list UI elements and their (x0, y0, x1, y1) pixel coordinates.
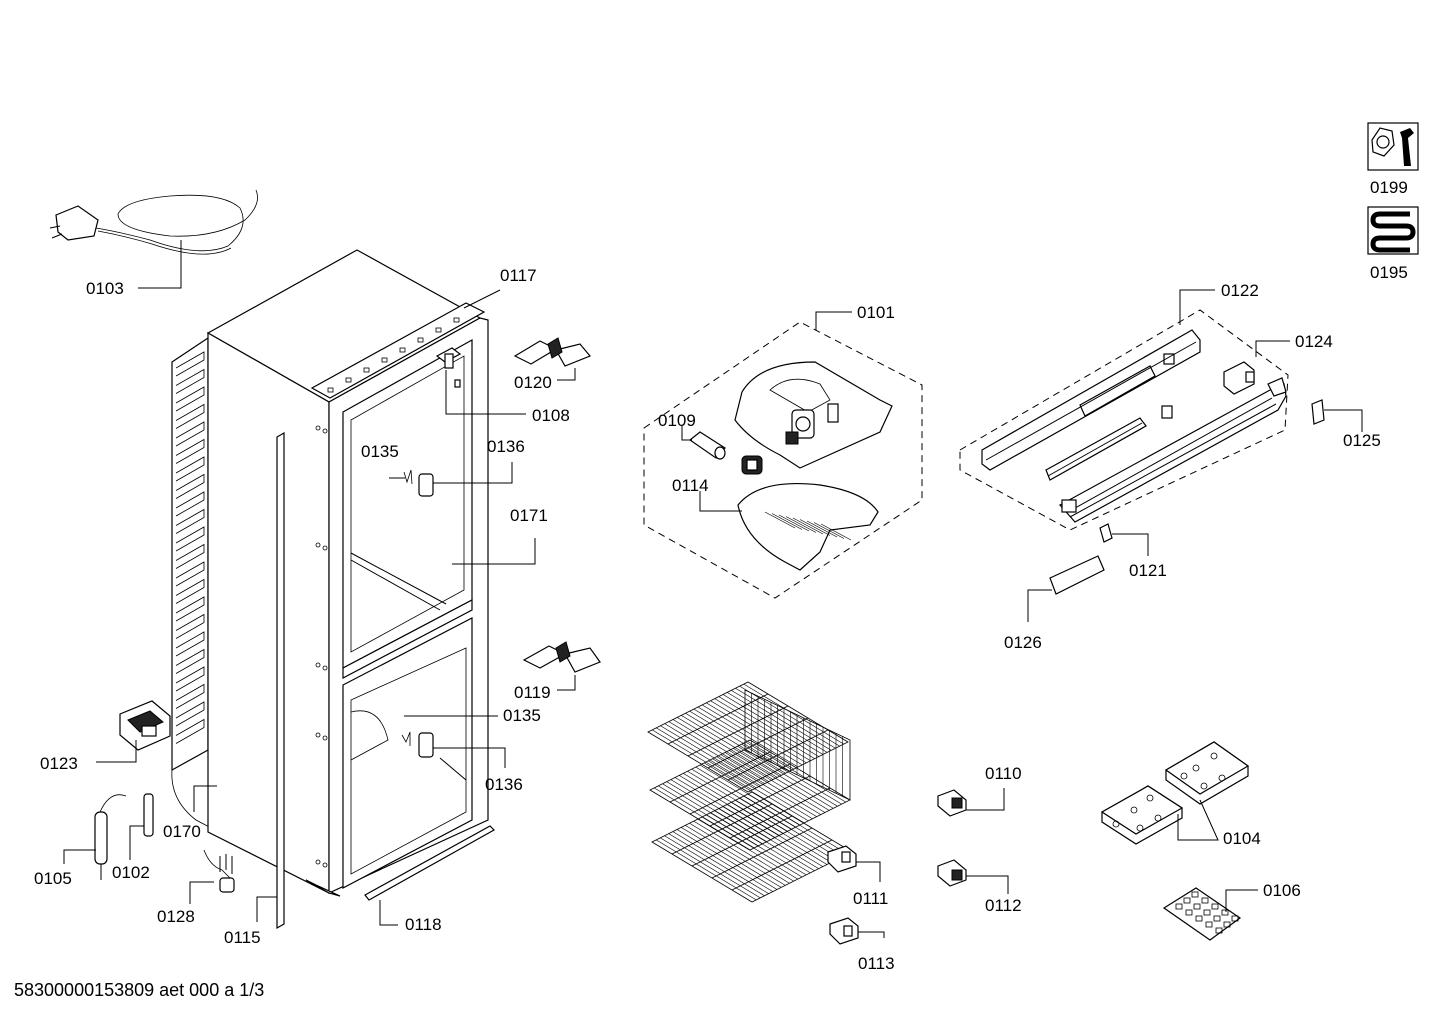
rail-middle (1045, 405, 1173, 481)
label-0135-lower: 0135 (503, 706, 541, 725)
label-0125: 0125 (1343, 431, 1381, 450)
lamp-0109 (688, 431, 726, 460)
label-0111: 0111 (853, 889, 888, 908)
document-code: 58300000153809 aet 000 a 1/3 (14, 980, 265, 1000)
heating-coil-icon (1367, 206, 1419, 255)
thermostat-0108 (435, 347, 462, 388)
label-0195: 0195 (1370, 263, 1408, 282)
sensor-0128 (203, 849, 235, 893)
label-0136-lower: 0136 (485, 775, 523, 794)
label-0121: 0121 (1129, 561, 1167, 580)
label-0110: 0110 (985, 764, 1022, 783)
label-0109: 0109 (658, 411, 696, 430)
hinge-upper (513, 337, 591, 367)
label-0101: 0101 (857, 303, 895, 322)
label-0120: 0120 (514, 373, 552, 392)
label-0102: 0102 (112, 863, 150, 882)
cap-0125 (1311, 399, 1325, 425)
capillary-0102 (143, 793, 154, 837)
label-0118: 0118 (405, 915, 442, 934)
lamp-switch-upper (403, 469, 434, 497)
label-0117: 0117 (500, 266, 537, 285)
label-0103: 0103 (86, 279, 124, 298)
label-0199: 0199 (1370, 178, 1408, 197)
label-0106: 0106 (1263, 881, 1301, 900)
cold-pack-b (1100, 785, 1184, 845)
filter-drier-0105 (94, 794, 127, 880)
label-0128: 0128 (157, 907, 195, 926)
fan-housing (734, 361, 893, 469)
clip-0113 (829, 917, 859, 945)
label-0170: 0170 (163, 822, 201, 841)
clip-0121 (1099, 523, 1113, 543)
label-0115: 0115 (224, 928, 261, 947)
fan-cover-0114 (737, 482, 879, 571)
label-0123: 0123 (40, 754, 78, 773)
clip-0112 (937, 859, 967, 887)
hinge-lower (522, 641, 601, 673)
label-0126: 0126 (1004, 633, 1042, 652)
ice-tray-0106 (1162, 887, 1242, 941)
label-0108: 0108 (532, 406, 570, 425)
rail-upper (981, 329, 1201, 471)
label-0104: 0104 (1223, 829, 1261, 848)
label-0113: 0113 (858, 954, 895, 973)
clip-0110 (937, 789, 967, 817)
wire-shelves (647, 681, 853, 903)
label-0124: 0124 (1295, 332, 1333, 351)
tools-icon (1367, 122, 1419, 171)
label-0136-upper: 0136 (487, 437, 525, 456)
assembly-outline-0122 (959, 309, 1289, 531)
cabinet (206, 249, 489, 897)
sensor-block-0124 (1223, 361, 1255, 395)
label-0105: 0105 (34, 869, 72, 888)
clip-0111 (827, 845, 857, 873)
label-0112: 0112 (985, 896, 1022, 915)
power-cord (49, 189, 258, 255)
condenser-coil (171, 336, 216, 831)
relay-box-0123 (119, 700, 171, 751)
lamp-socket (741, 455, 763, 475)
rail-lower (1059, 377, 1287, 523)
label-0114: 0114 (672, 476, 709, 495)
cover-0126 (1049, 555, 1105, 595)
label-0135-upper: 0135 (361, 442, 399, 461)
lamp-switch-lower (401, 731, 434, 758)
label-0171: 0171 (510, 506, 548, 525)
cold-pack-a (1164, 741, 1250, 805)
label-0122: 0122 (1221, 281, 1259, 300)
label-0119: 0119 (514, 683, 551, 702)
